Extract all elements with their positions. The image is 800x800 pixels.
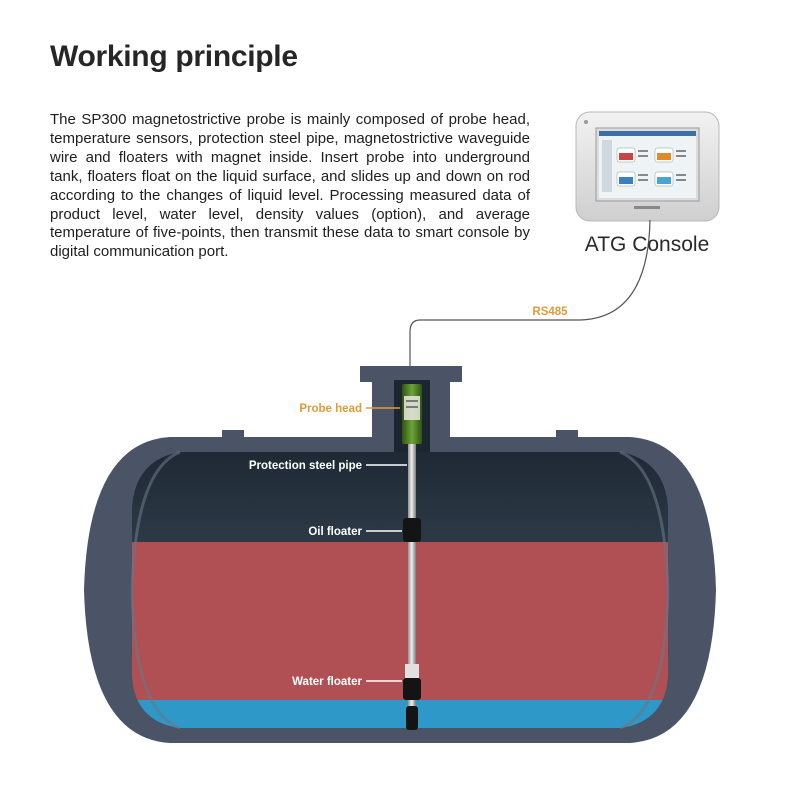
oil-layer [132,542,668,702]
atg-console-device [575,111,720,222]
oil-floater [403,518,421,542]
steel-pipe-label: Protection steel pipe [249,460,362,472]
water-layer [132,700,668,728]
protection-steel-pipe [408,440,416,730]
oil-floater-label: Oil floater [308,526,362,538]
water-floater [403,678,421,700]
water-floater-label: Water floater [292,676,362,688]
probe-head-label: Probe head [299,403,362,415]
rs485-label: RS485 [532,306,568,318]
rs485-cable [409,219,651,380]
atg-console-label: ATG Console [584,233,710,256]
probe [402,384,422,730]
tank [84,366,716,743]
description-text: The SP300 magnetostrictive probe is main… [50,111,530,261]
page-title: Working principle [50,40,298,73]
